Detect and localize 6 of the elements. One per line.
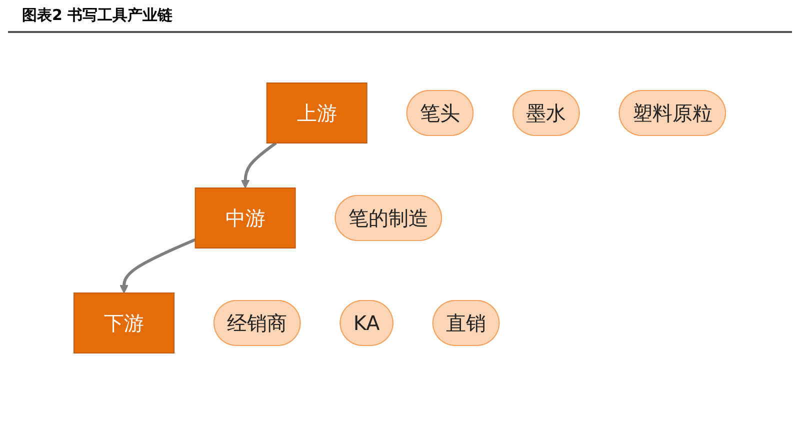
node-box: 中游 — [195, 188, 296, 248]
figure-title: 图表2 书写工具产业链 — [8, 0, 792, 33]
arrow — [120, 238, 196, 294]
node-box: 上游 — [266, 82, 368, 144]
arrow — [241, 142, 278, 188]
node-box: 下游 — [74, 292, 175, 354]
